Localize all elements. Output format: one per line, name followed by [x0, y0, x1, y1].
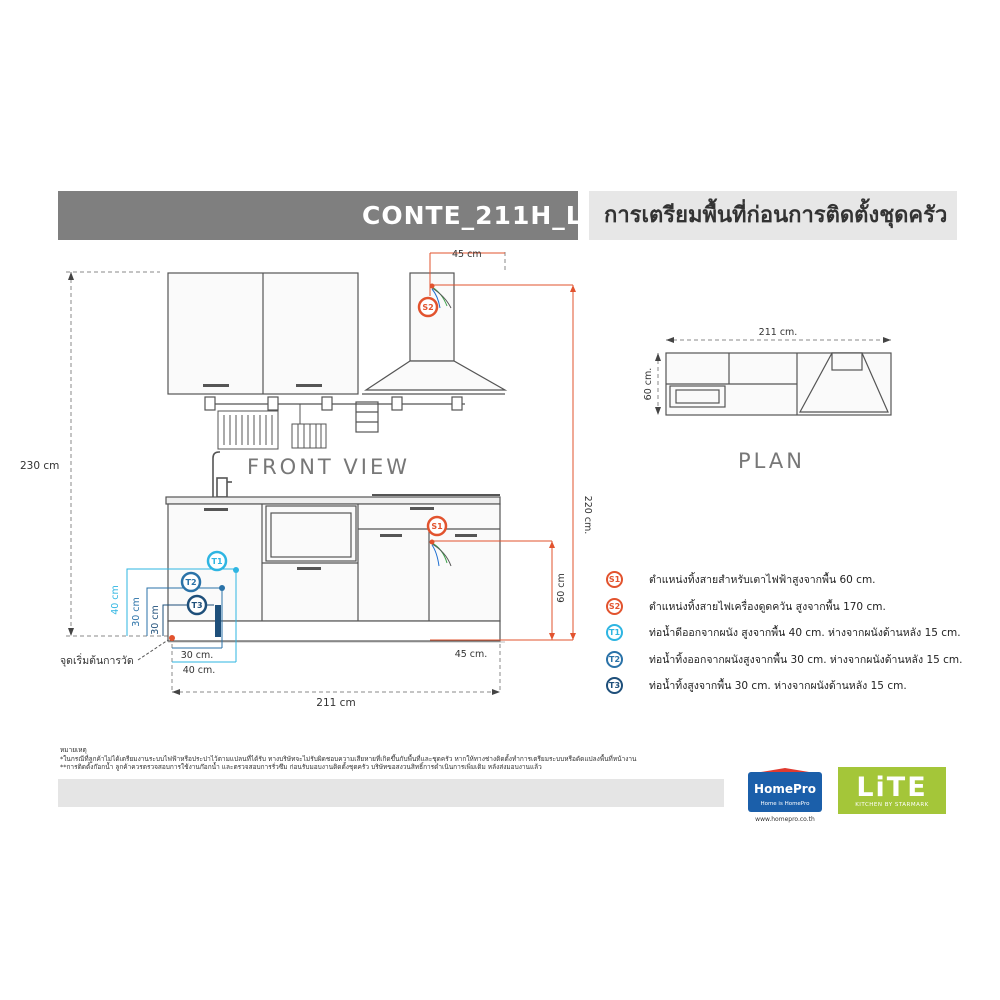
notes-line-1: *ในกรณีที่ลูกค้าไม่ได้เตรียมงานระบบไฟฟ้า… — [60, 754, 637, 763]
homepro-brand: HomePro — [754, 782, 816, 796]
start-point-label: จุดเริ่มต้นการวัด — [60, 653, 134, 667]
dimension-lines — [66, 252, 506, 693]
s2-wiring — [429, 252, 574, 641]
legend-row-t3: T3 ท่อน้ำทิ้งสูงจากพื้น 30 cm. ห่างจากผน… — [606, 674, 907, 696]
legend-text-s1: ตำแหน่งทิ้งสายสำหรับเตาไฟฟ้าสูงจากพื้น 6… — [649, 573, 876, 586]
s1-badge-icon: S1 — [606, 570, 623, 588]
legend-text-t2: ท่อน้ำทิ้งออกจากผนังสูงจากพื้น 30 cm. ห่… — [649, 653, 963, 666]
front-view-label: FRONT VIEW — [247, 455, 410, 479]
legend-text-s2: ตำแหน่งทิ้งสายไฟเครื่องดูดควัน สูงจากพื้… — [649, 600, 886, 613]
t2-marker: T2 — [180, 571, 202, 593]
svg-text:S1: S1 — [431, 522, 443, 531]
t3-height-label: 30 cm — [150, 605, 161, 635]
footer-bar — [58, 779, 724, 807]
plan-depth-label: 60 cm. — [643, 368, 654, 401]
notes: หมายเหตุ *ในกรณีที่ลูกค้าไม่ได้เตรียมงาน… — [60, 746, 637, 772]
t2-badge-icon: T2 — [606, 650, 623, 668]
legend-row-s1: S1 ตำแหน่งทิ้งสายสำหรับเตาไฟฟ้าสูงจากพื้… — [606, 568, 876, 590]
height-total-label: 230 cm — [20, 460, 59, 472]
legend-row-s2: S2 ตำแหน่งทิ้งสายไฟเครื่องดูดควัน สูงจาก… — [606, 595, 886, 617]
svg-text:S2: S2 — [422, 303, 433, 312]
dish-rack — [217, 410, 279, 450]
faucet — [212, 451, 232, 498]
legend-row-t2: T2 ท่อน้ำทิ้งออกจากผนังสูงจากพื้น 30 cm.… — [606, 648, 963, 670]
model-header-bar — [58, 191, 578, 240]
lite-brand: LiTE — [856, 771, 928, 803]
homepro-tagline: Home is HomePro — [760, 801, 810, 807]
s1-marker: S1 — [426, 515, 448, 537]
model-name: CONTE_211H_L — [362, 201, 583, 230]
t3-width-label: 30 cm. — [181, 650, 214, 661]
width-total-label: 211 cm — [316, 697, 355, 709]
homepro-url: www.homepro.co.th — [755, 816, 815, 823]
upper-cabinets — [167, 272, 359, 395]
t1-badge-icon: T1 — [606, 623, 623, 641]
svg-text:T1: T1 — [211, 557, 222, 566]
page-title: การเตรียมพื้นที่ก่อนการติดตั้งชุดครัว — [604, 203, 948, 228]
legend-text-t1: ท่อน้ำดีออกจากผนัง สูงจากพื้น 40 cm. ห่า… — [649, 626, 961, 639]
legend-row-t1: T1 ท่อน้ำดีออกจากผนัง สูงจากพื้น 40 cm. … — [606, 621, 961, 643]
homepro-logo: HomePro Home is HomePro www.homepro.co.t… — [747, 768, 823, 824]
s2-badge-icon: S2 — [606, 597, 623, 615]
lite-logo: LiTE KITCHEN BY STARMARK — [838, 767, 946, 814]
s1-offset-label: 45 cm. — [455, 649, 488, 660]
plan-width-label: 211 cm. — [759, 327, 798, 338]
legend-text-t3: ท่อน้ำทิ้งสูงจากพื้น 30 cm. ห่างจากผนังด… — [649, 679, 907, 692]
svg-text:T3: T3 — [191, 601, 202, 610]
notes-line-2: **การติดตั้งก๊อกน้ำ ลูกค้าควรตรวจสอบการใ… — [60, 763, 542, 771]
title-header-bar — [589, 191, 957, 240]
s2-marker: S2 — [417, 296, 439, 318]
homepro-logo-icon: HomePro Home is HomePro www.homepro.co.t… — [748, 768, 822, 823]
t2-height-label: 30 cm — [131, 597, 142, 627]
notes-heading: หมายเหตุ — [60, 746, 87, 754]
s1-wiring — [429, 539, 553, 640]
t3-badge-icon: T3 — [606, 676, 623, 694]
t1-height-label: 40 cm — [110, 585, 121, 615]
plan-drawing — [665, 352, 892, 416]
plan-label: PLAN — [738, 449, 805, 473]
hood-offset-label: 45 cm — [452, 249, 482, 260]
t1-marker: T1 — [206, 550, 228, 572]
hood-height-label: 220 cm. — [582, 496, 593, 535]
t3-marker: T3 — [186, 594, 208, 616]
s1-height-label: 60 cm — [556, 573, 567, 603]
lite-subtitle: KITCHEN BY STARMARK — [855, 801, 929, 808]
svg-text:T2: T2 — [185, 578, 196, 587]
t1-width-label: 40 cm. — [183, 665, 216, 676]
